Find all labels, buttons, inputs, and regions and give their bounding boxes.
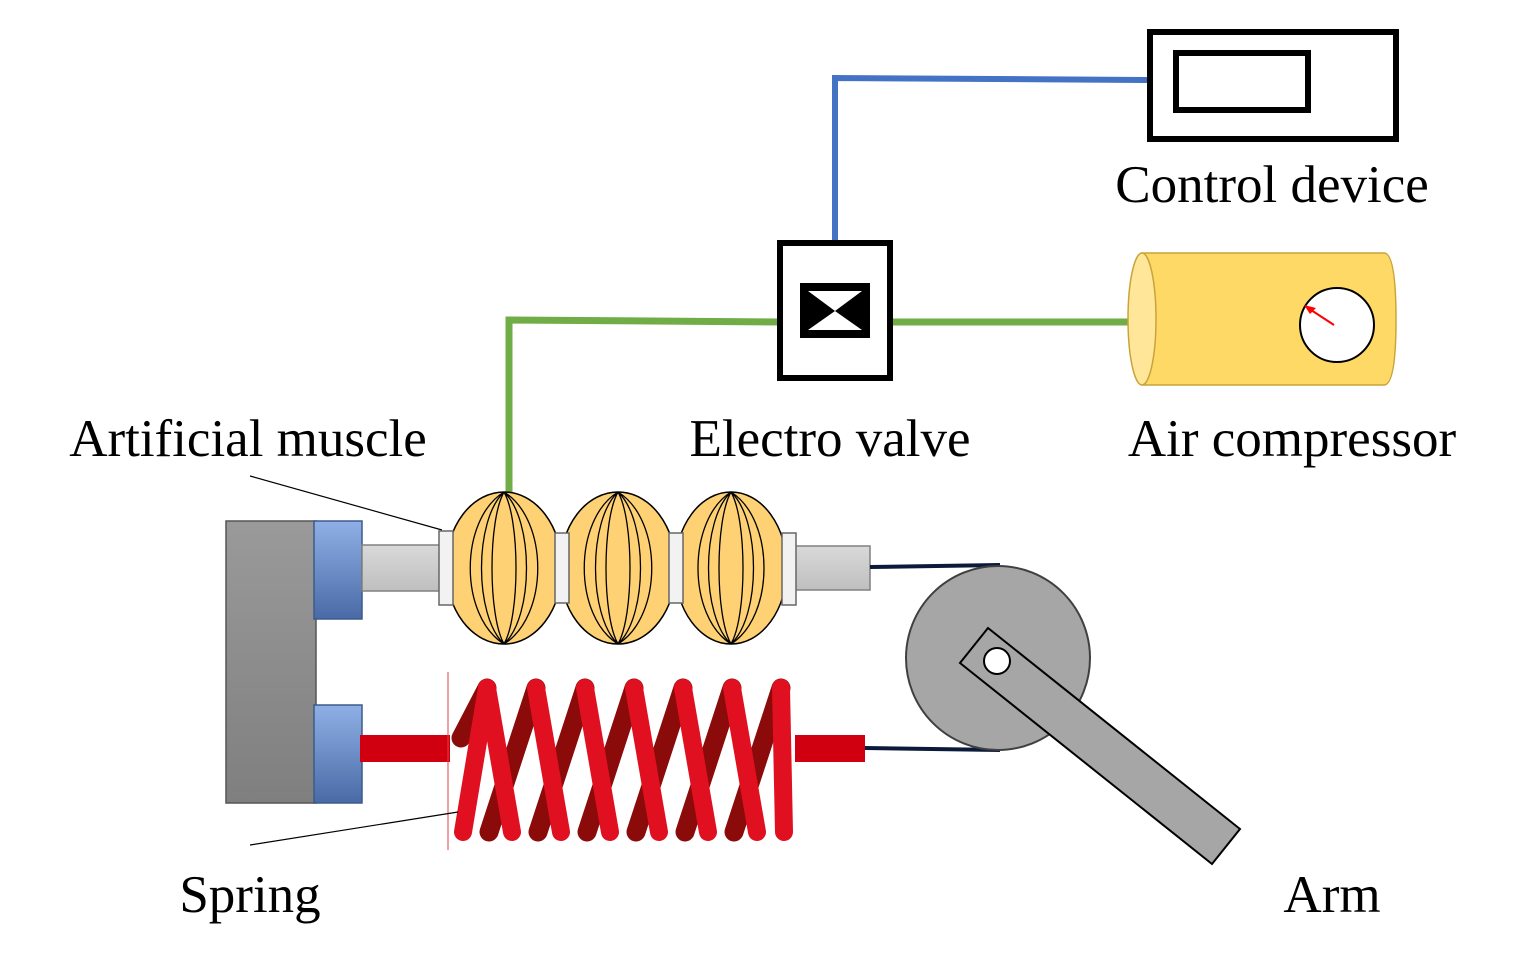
artificial-muscle	[361, 491, 871, 645]
control-device	[1147, 29, 1399, 142]
valve-symbol-icon	[808, 291, 862, 330]
spring-left-rod	[360, 735, 450, 762]
base-frame	[225, 520, 363, 804]
air-compressor	[1127, 252, 1397, 386]
arm-label: Arm	[1283, 866, 1380, 924]
arm-link	[958, 626, 1242, 866]
upper-cable	[869, 563, 1001, 569]
control-device-label: Control device	[1115, 156, 1429, 214]
upper-mount	[313, 520, 363, 620]
air-compressor-label: Air compressor	[1128, 410, 1457, 468]
spring-label: Spring	[179, 866, 320, 924]
lower-cable	[864, 746, 1001, 752]
lower-mount	[313, 704, 363, 804]
muscle-bulb-3	[674, 491, 788, 645]
artificial-muscle-leader	[249, 475, 443, 531]
pressure-gauge-icon	[1299, 287, 1375, 363]
spring-leader	[249, 811, 459, 846]
spring-assembly	[360, 672, 865, 850]
spring-right-rod	[795, 735, 865, 762]
pulley-arm	[905, 565, 1242, 866]
signal-line	[832, 74, 1151, 243]
spring-coil	[451, 678, 793, 842]
air-line-muscle	[505, 316, 781, 492]
muscle-bulb-2	[559, 491, 677, 645]
electro-valve	[777, 240, 893, 381]
artificial-muscle-label: Artificial muscle	[69, 410, 427, 468]
electro-valve-label: Electro valve	[689, 410, 970, 468]
pivot-pin	[983, 647, 1011, 675]
muscle-bulb-1	[445, 491, 563, 645]
